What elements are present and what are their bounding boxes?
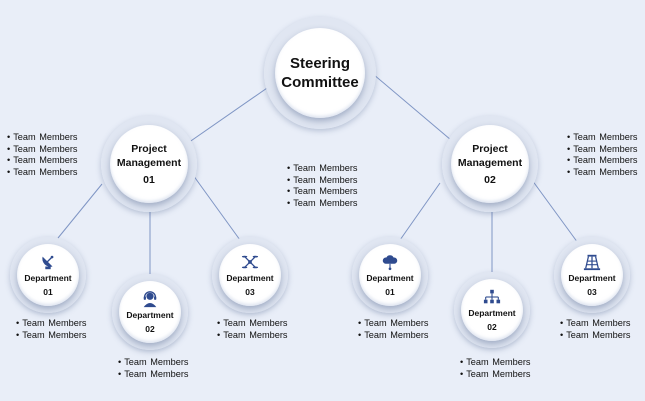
dept3-num: 03 [245,286,255,297]
dept5-members-list: Team Members Team Members [460,357,530,381]
list-item: Team Members [118,369,188,381]
list-item: Team Members [460,357,530,369]
dept6-num: 03 [587,286,597,297]
dept1-num: 01 [43,286,53,297]
cloud-icon [382,254,398,270]
pm1-num: 01 [143,173,155,186]
connector-pm2-dept4 [399,182,441,241]
list-item: Team Members [567,167,637,179]
list-item: Team Members [7,167,77,179]
connector-steering-pm2 [372,73,452,141]
dept4-num: 01 [385,286,395,297]
list-item: Team Members [7,155,77,167]
dept2-members-list: Team Members Team Members [118,357,188,381]
dept1-label: Department [24,272,72,283]
list-item: Team Members [217,330,287,342]
steering-committee-node: Steering Committee [264,17,376,129]
pm1-members-list: Team Members Team Members Team Members T… [7,132,77,179]
list-item: Team Members [560,330,630,342]
dept2-label: Department [126,309,174,320]
pm2-line1: Project [472,142,508,155]
dept4-members-list: Team Members Team Members [358,318,428,342]
steering-line1: Steering [289,55,350,72]
connector-steering-pm1 [184,85,271,146]
list-item: Team Members [460,369,530,381]
pm2-num: 02 [484,173,496,186]
project-management-02-node: Project Management 02 [442,116,538,212]
list-item: Team Members [287,198,357,210]
department-01-right-node: Department 01 [352,237,428,313]
dept5-num: 02 [487,321,497,332]
list-item: Team Members [567,155,637,167]
department-03-left-node: Department 03 [212,237,288,313]
list-item: Team Members [358,318,428,330]
tower-icon [583,254,601,270]
department-02-left-node: Department 02 [112,274,188,350]
list-item: Team Members [118,357,188,369]
list-item: Team Members [567,132,637,144]
list-item: Team Members [567,144,637,156]
connector-pm1-dept3 [192,174,241,241]
list-item: Team Members [16,330,86,342]
department-03-right-node: Department 03 [554,237,630,313]
dept3-members-list: Team Members Team Members [217,318,287,342]
pm2-line2: Management [457,156,523,169]
network-hierarchy-icon [483,289,501,303]
steering-line2: Committee [281,74,359,91]
dept5-label: Department [468,307,516,318]
pm2-members-list: Team Members Team Members Team Members T… [567,132,637,179]
support-agent-icon [143,290,157,307]
pm1-line1: Project [131,142,167,155]
list-item: Team Members [287,175,357,187]
center-members-list: Team Members Team Members Team Members T… [287,163,357,210]
list-item: Team Members [358,330,428,342]
dept4-label: Department [366,272,414,283]
dept6-members-list: Team Members Team Members [560,318,630,342]
dept3-label: Department [226,272,274,283]
dept6-label: Department [568,272,616,283]
drone-icon [241,255,259,268]
pm1-line2: Management [116,156,182,169]
dept1-members-list: Team Members Team Members [16,318,86,342]
list-item: Team Members [7,144,77,156]
list-item: Team Members [217,318,287,330]
department-02-right-node: Department 02 [454,272,530,348]
list-item: Team Members [560,318,630,330]
list-item: Team Members [287,163,357,175]
list-item: Team Members [7,132,77,144]
project-management-01-node: Project Management 01 [101,116,197,212]
department-01-left-node: Department 01 [10,237,86,313]
list-item: Team Members [16,318,86,330]
connector-pm1-dept1 [57,183,103,239]
list-item: Team Members [287,186,357,198]
satellite-dish-icon [42,255,54,269]
dept2-num: 02 [145,323,155,334]
connector-pm2-dept6 [531,179,579,244]
